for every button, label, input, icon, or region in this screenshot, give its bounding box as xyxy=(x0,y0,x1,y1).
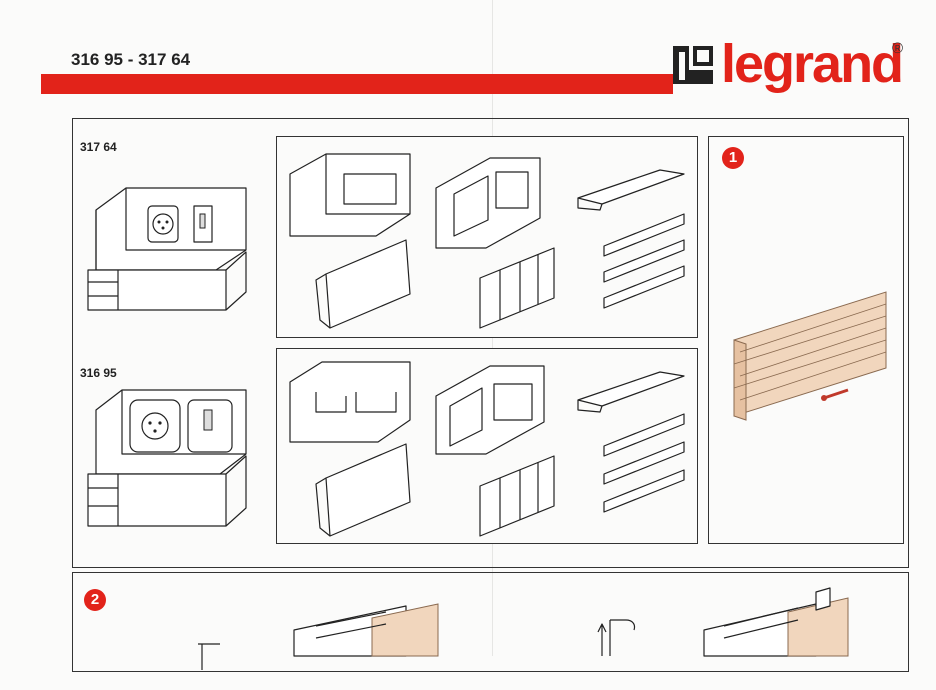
step-2-left-illustration xyxy=(293,603,439,657)
step-2-right-illustration xyxy=(703,587,849,657)
trunking-base-illustration xyxy=(733,291,887,421)
header-red-band xyxy=(41,74,673,94)
product-ref-317-64: 317 64 xyxy=(80,140,117,154)
trim-strips-316-95 xyxy=(577,371,685,513)
assembled-outlet-316-95 xyxy=(87,389,247,527)
assembly-figure-panel xyxy=(72,118,909,568)
document-reference: 316 95 - 317 64 xyxy=(71,50,191,69)
brand-name: legrand xyxy=(721,34,904,94)
trim-strips-317-64 xyxy=(577,169,685,309)
mounting-frame-316-95 xyxy=(435,365,555,537)
step-1-badge: 1 xyxy=(722,147,744,169)
legrand-logo: legrand ® xyxy=(671,34,921,98)
registered-mark: ® xyxy=(892,40,904,57)
product-ref-316-95: 316 95 xyxy=(80,366,117,380)
assembled-outlet-317-64 xyxy=(87,187,247,311)
cover-parts-317-64 xyxy=(289,153,411,329)
mounting-frame-317-64 xyxy=(435,157,555,329)
cover-parts-316-95 xyxy=(289,361,411,537)
dimension-mark-left xyxy=(198,643,220,670)
legrand-mark-icon xyxy=(673,46,713,84)
dimension-mark-right xyxy=(597,619,636,656)
step-2-badge: 2 xyxy=(84,589,106,611)
